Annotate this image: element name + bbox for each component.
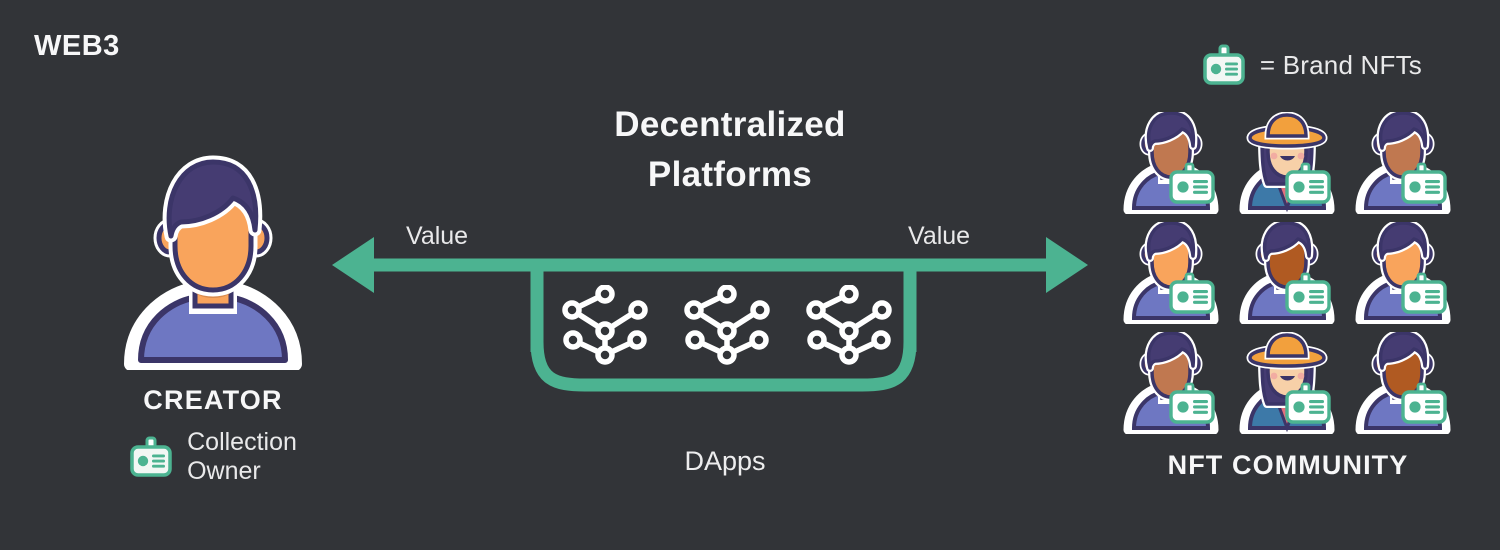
network-node-icon xyxy=(560,284,650,370)
community-name: NFT COMMUNITY xyxy=(1167,450,1409,480)
page-title: WEB3 xyxy=(34,30,120,62)
center-title-line-1: Decentralized xyxy=(614,105,846,144)
community-member xyxy=(1234,111,1344,215)
community-member xyxy=(1350,219,1460,325)
id-badge-icon xyxy=(129,436,173,478)
dapps-label: DApps xyxy=(684,446,766,476)
id-badge-icon xyxy=(1401,162,1447,204)
center-title-line-2: Platforms xyxy=(647,155,813,194)
id-badge-icon xyxy=(1285,272,1331,314)
community-grid xyxy=(1118,109,1460,435)
creator-role: Collection Owner xyxy=(129,428,297,486)
legend-label: = Brand NFTs xyxy=(1259,49,1422,80)
id-badge-icon xyxy=(1285,162,1331,204)
community-member xyxy=(1118,219,1228,325)
creator-role-line-1: Collection xyxy=(187,428,297,456)
community-member xyxy=(1234,331,1344,435)
center-title: Decentralized Platforms xyxy=(450,100,1010,200)
community-member xyxy=(1118,329,1228,435)
id-badge-icon xyxy=(1285,382,1331,424)
nft-community-block: NFT COMMUNITY xyxy=(1118,109,1460,481)
creator-name: CREATOR xyxy=(143,385,283,415)
value-flow-arrow xyxy=(330,222,1090,427)
community-member xyxy=(1234,219,1344,325)
id-badge-icon xyxy=(1401,272,1447,314)
dapps-node-group xyxy=(560,284,894,370)
legend: = Brand NFTs xyxy=(1202,44,1422,86)
id-badge-icon xyxy=(1169,272,1215,314)
community-member xyxy=(1350,109,1460,215)
id-badge-icon xyxy=(1169,382,1215,424)
id-badge-icon xyxy=(1401,382,1447,424)
creator-avatar-icon xyxy=(113,150,313,375)
network-node-icon xyxy=(804,284,894,370)
value-label-left: Value xyxy=(406,222,469,250)
id-badge-icon xyxy=(1202,44,1246,86)
network-node-icon xyxy=(682,284,772,370)
community-member xyxy=(1118,109,1228,215)
creator-role-line-2: Owner xyxy=(187,457,261,485)
creator-block: CREATOR Collection Owner xyxy=(48,150,378,486)
community-member xyxy=(1350,329,1460,435)
value-label-right: Value xyxy=(908,222,971,250)
id-badge-icon xyxy=(1169,162,1215,204)
